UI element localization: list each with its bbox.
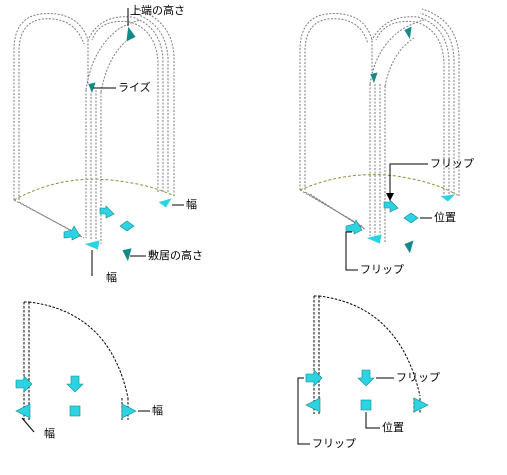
- arch-door-3d-left: [13, 8, 175, 244]
- leaders-top-left: [91, 8, 184, 276]
- width-grip-right-top-icon[interactable]: [157, 197, 173, 209]
- label-top-height: 上端の高さ: [130, 4, 185, 17]
- label-flip-top-right-lower: フリップ: [360, 263, 404, 276]
- label-flip-bottom-right-upper: フリップ: [396, 371, 440, 384]
- width-grip-plan-left-left-icon[interactable]: [15, 403, 31, 419]
- sill-height-grip-icon[interactable]: [121, 247, 133, 263]
- plan-door-left: [23, 301, 129, 420]
- arch-door-3d-right: [299, 8, 460, 242]
- position-square-grip-plan-left-icon[interactable]: [69, 405, 81, 417]
- plan-door-right: [313, 295, 421, 414]
- flip-left-grip-plan-right-icon[interactable]: [305, 397, 321, 413]
- flip-arrow-grip-front-left-icon[interactable]: [63, 225, 81, 241]
- label-sill-height: 敷居の高さ: [148, 249, 203, 262]
- label-width-top-left-bottom: 幅: [106, 271, 117, 284]
- position-diamond-grip-top-right-icon[interactable]: [403, 212, 419, 224]
- label-width-bottom-left-right: 幅: [152, 404, 163, 417]
- label-width-bottom-left-lower: 幅: [44, 427, 55, 440]
- width-grip-front-right-icon[interactable]: [365, 233, 383, 245]
- label-rise: ライズ: [118, 81, 151, 94]
- flip-down-grip-plan-left-icon[interactable]: [66, 375, 84, 393]
- position-diamond-grip-top-left-icon[interactable]: [119, 220, 135, 232]
- flip-arrow-grip-top-right-icon[interactable]: [383, 199, 399, 213]
- arch-sill-arc-left: [13, 178, 175, 201]
- width-grip-plan-left-right-icon[interactable]: [121, 403, 137, 419]
- leaders-bottom-left: [21, 410, 150, 433]
- leaders-top-right: [345, 163, 432, 271]
- flip-arrow-grip-plan-right-icon[interactable]: [305, 369, 323, 387]
- label-position-top-right: 位置: [434, 211, 456, 224]
- sill-grip-right-icon[interactable]: [403, 239, 415, 255]
- top-grip-right-icon[interactable]: [403, 25, 413, 41]
- flip-right-grip-plan-right-icon[interactable]: [413, 397, 429, 413]
- rise-grip-right-icon[interactable]: [369, 71, 379, 85]
- label-width-top-left-right: 幅: [186, 198, 197, 211]
- arch-sill-arc-right: [299, 174, 460, 197]
- leaders-bottom-right: [297, 377, 394, 445]
- flip-arrow-grip-top-left-icon[interactable]: [99, 205, 115, 219]
- top-height-grip-icon[interactable]: [125, 25, 137, 43]
- flip-down-grip-plan-right-icon[interactable]: [357, 369, 375, 387]
- flip-arrow-grip-plan-left-icon[interactable]: [15, 375, 33, 393]
- label-flip-top-right-upper: フリップ: [430, 157, 474, 170]
- label-flip-bottom-right-lower: フリップ: [312, 437, 356, 450]
- position-square-grip-plan-right-icon[interactable]: [360, 399, 372, 411]
- width-grip-front-left-icon[interactable]: [83, 239, 101, 251]
- label-position-bottom-right: 位置: [382, 421, 404, 434]
- width-grip-right-side-icon[interactable]: [439, 193, 457, 203]
